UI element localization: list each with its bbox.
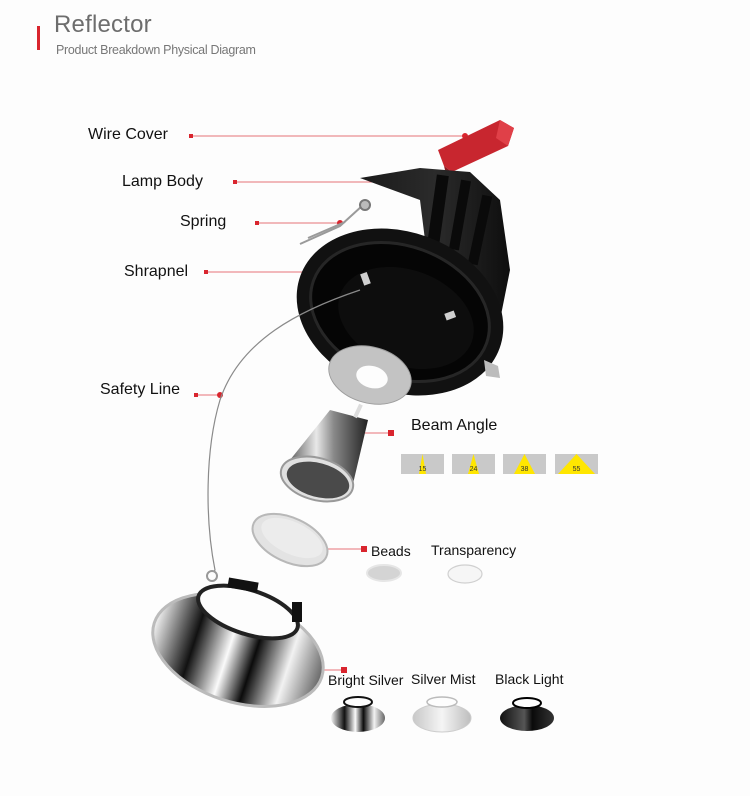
label-safety-line: Safety Line bbox=[100, 381, 181, 398]
beam-cone-icon bbox=[468, 454, 479, 474]
spring-part bbox=[299, 199, 371, 245]
label-wire-cover: Wire Cover bbox=[88, 126, 169, 143]
label-spring: Spring bbox=[180, 213, 227, 230]
title-accent-bar bbox=[37, 26, 40, 50]
label-lamp-body: Lamp Body bbox=[122, 173, 203, 190]
large-reflector-part bbox=[151, 577, 325, 708]
wire-cover-part bbox=[438, 120, 514, 178]
beam-angle-15: 15 bbox=[401, 454, 444, 474]
beam-cup-part bbox=[279, 403, 368, 503]
safety-line-eyelet bbox=[206, 570, 218, 582]
page-subtitle: Product Breakdown Physical Diagram bbox=[56, 43, 256, 57]
silver-mist-thumb bbox=[412, 696, 472, 733]
beam-cone-icon bbox=[419, 454, 426, 474]
lens-thumbnails bbox=[366, 564, 483, 584]
label-black-light: Black Light bbox=[495, 671, 564, 687]
beam-angle-24: 24 bbox=[452, 454, 495, 474]
label-bright-silver: Bright Silver bbox=[328, 672, 404, 688]
label-silver-mist: Silver Mist bbox=[411, 671, 476, 687]
finish-thumbnails bbox=[331, 696, 554, 733]
label-shrapnel: Shrapnel bbox=[124, 263, 189, 280]
safety-line-wire bbox=[207, 289, 361, 574]
mounting-plate-part bbox=[328, 345, 412, 405]
beads-lens-thumb bbox=[366, 564, 402, 582]
black-light-thumb bbox=[500, 697, 554, 731]
label-transparency: Transparency bbox=[431, 542, 517, 558]
beam-angle-38: 38 bbox=[503, 454, 546, 474]
lens-part bbox=[251, 512, 329, 568]
page-title: Reflector bbox=[54, 11, 152, 38]
bright-silver-thumb bbox=[331, 696, 385, 732]
beam-cone-icon bbox=[514, 454, 535, 474]
label-beam-angle: Beam Angle bbox=[411, 417, 498, 434]
beam-angle-55: 55 bbox=[555, 454, 598, 474]
beam-cone-icon bbox=[558, 454, 595, 474]
transparency-lens-thumb bbox=[447, 564, 483, 584]
label-beads: Beads bbox=[371, 543, 411, 559]
